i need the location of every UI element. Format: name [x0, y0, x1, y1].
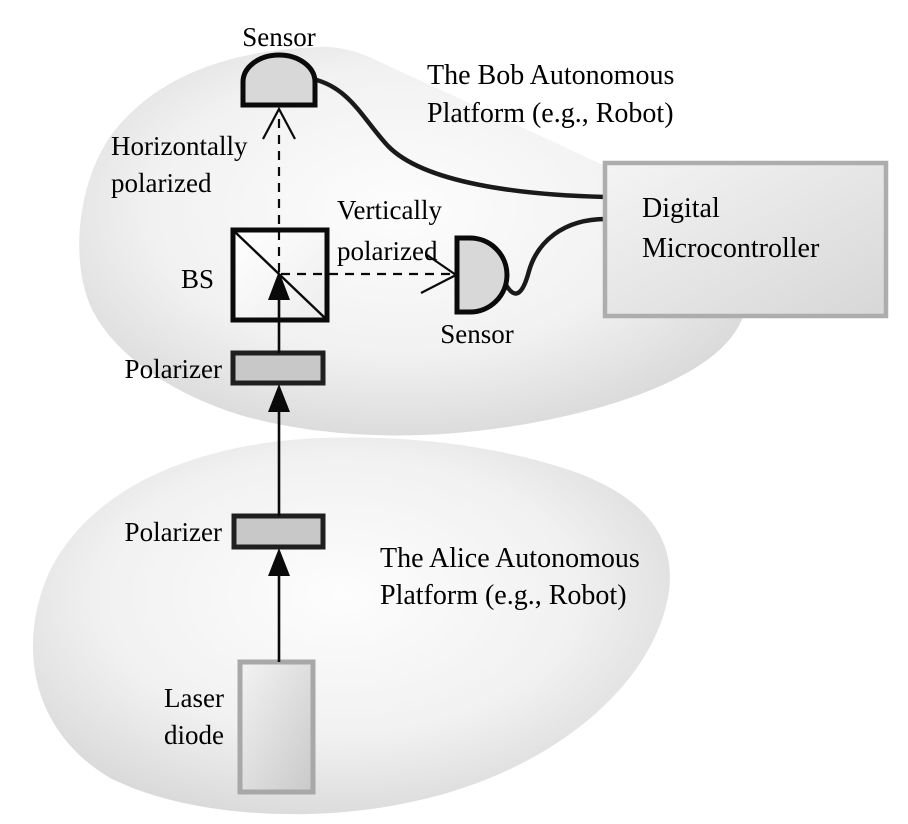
digital-microcontroller-box [602, 160, 889, 319]
beam-arrowhead-lower [268, 548, 290, 576]
horizontally-polarized-label: Horizontally polarized [111, 131, 248, 198]
beam-arrowhead-in-bs [268, 271, 290, 300]
laser-diode-label: Laser diode [164, 683, 224, 750]
polarizer-lower [231, 513, 326, 550]
wire-top-sensor-to-microcontroller [310, 76, 609, 200]
microcontroller-label: Digital Microcontroller [642, 193, 820, 264]
bob-platform-label: The Bob Autonomous Platform (e.g., Robot… [427, 60, 675, 129]
polarizer-upper [230, 350, 326, 386]
polarizer-lower-label: Polarizer [124, 517, 222, 547]
sensor-top-label: Sensor [242, 22, 316, 52]
arrowhead-open-up [262, 106, 296, 140]
beam-arrowhead-middle [268, 384, 290, 412]
alice-platform-blob [32, 437, 670, 815]
sensor-right-d-shape [454, 235, 510, 315]
sensor-right-label: Sensor [440, 319, 514, 349]
beam-splitter-label: BS [180, 264, 214, 294]
polarizer-upper-label: Polarizer [124, 354, 222, 384]
vertically-polarized-label: Vertically polarized [337, 195, 442, 266]
alice-platform-label: The Alice Autonomous Platform (e.g., Rob… [380, 543, 640, 611]
bob-platform-blob [79, 46, 748, 436]
wire-right-sensor-to-microcontroller [499, 216, 609, 296]
laser-diode-box [237, 659, 316, 795]
sensor-top-dome [240, 52, 318, 108]
